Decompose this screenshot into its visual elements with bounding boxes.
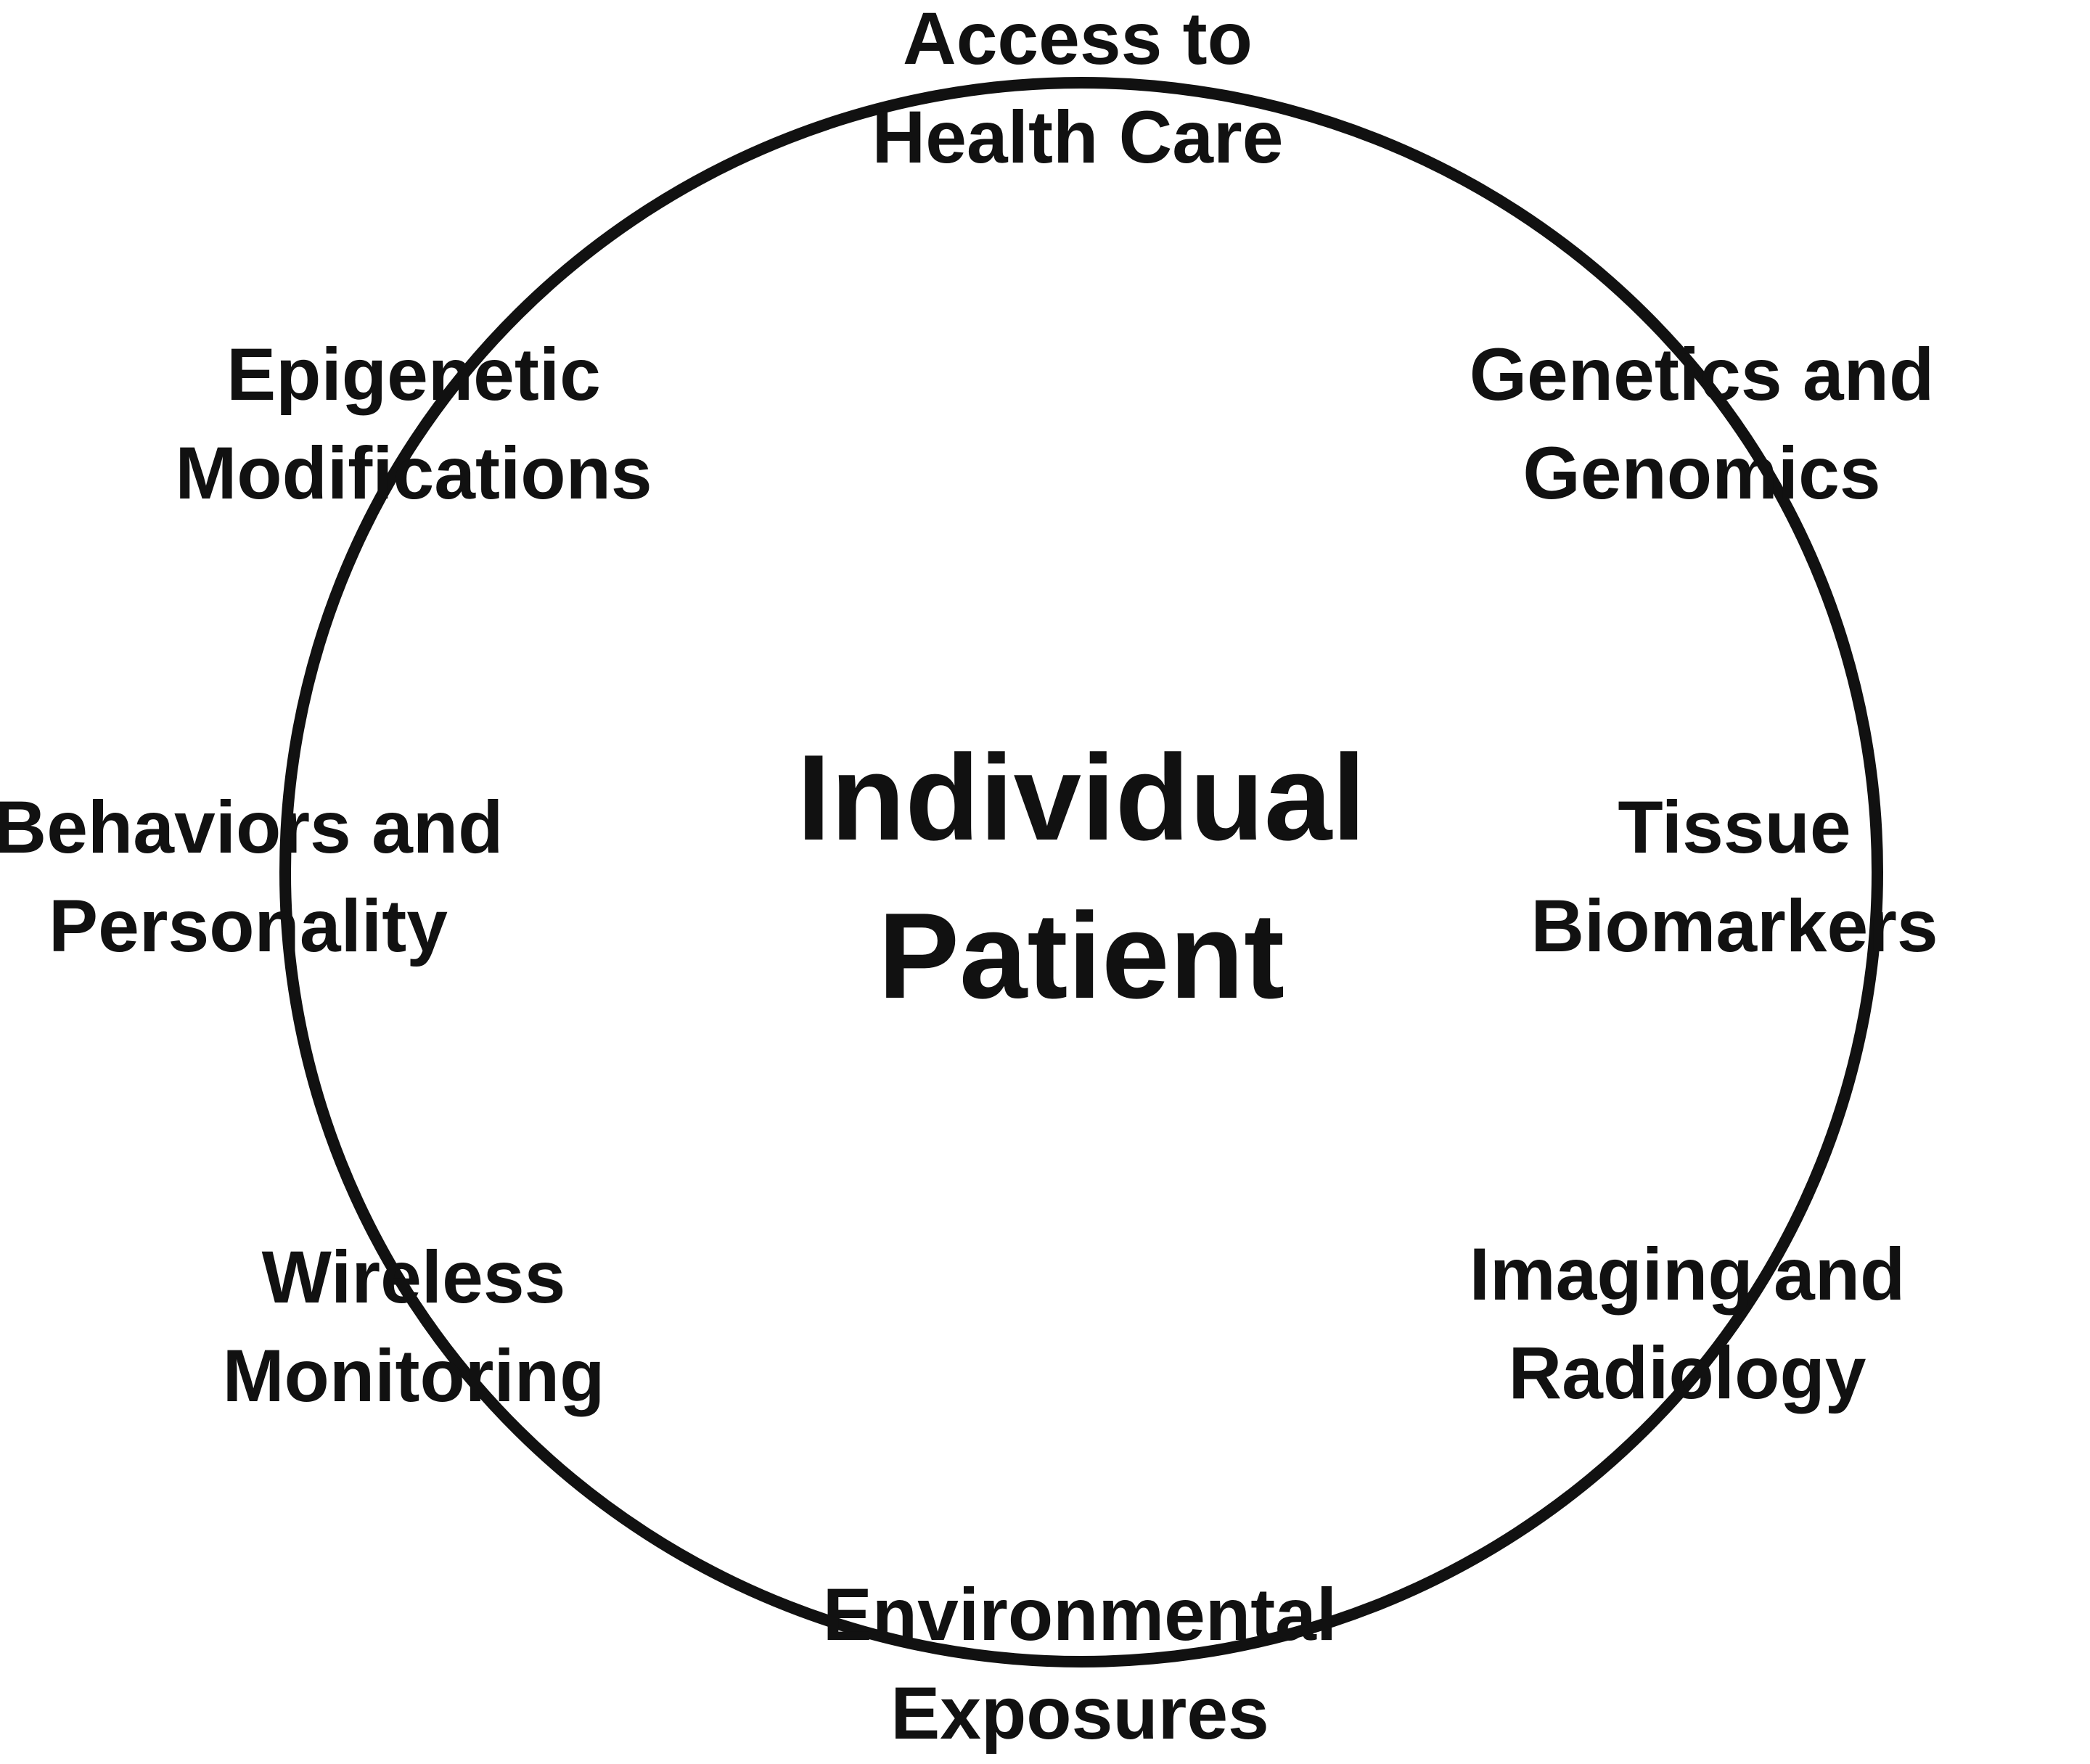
- factor-line-1: Imaging and: [1469, 1233, 1906, 1316]
- factor-line-1: Behaviors and: [0, 786, 504, 869]
- center-label-line-1: Individual: [796, 729, 1366, 866]
- patient-circle: [279, 77, 1883, 1667]
- factor-line-1: Access to: [903, 0, 1253, 80]
- factor-line-1: Epigenetic: [226, 333, 601, 416]
- factor-epigenetic-modifications: Epigenetic Modifications: [87, 325, 740, 522]
- factor-behaviors-and-personality: Behaviors and Personality: [0, 778, 575, 975]
- factor-line-2: Health Care: [872, 96, 1284, 179]
- factor-line-1: Wireless: [261, 1236, 566, 1318]
- factor-line-2: Monitoring: [222, 1334, 605, 1417]
- center-label-line-2: Patient: [877, 887, 1285, 1024]
- factor-line-2: Modifications: [175, 432, 652, 514]
- factor-line-2: Exposures: [890, 1672, 1269, 1755]
- factor-imaging-and-radiology: Imaging and Radiology: [1361, 1225, 2014, 1422]
- factor-line-2: Biomarkers: [1530, 885, 1938, 967]
- factor-line-1: Genetics and: [1469, 333, 1935, 416]
- factor-genetics-and-genomics: Genetics and Genomics: [1375, 325, 2028, 522]
- factor-access-to-health-care: Access to Health Care: [751, 0, 1404, 186]
- factor-line-2: Personality: [49, 885, 448, 967]
- center-label-individual-patient: Individual Patient: [646, 718, 1517, 1035]
- factor-line-2: Genomics: [1523, 432, 1881, 514]
- factor-wireless-monitoring: Wireless Monitoring: [87, 1228, 740, 1425]
- factor-line-1: Tissue: [1618, 786, 1851, 869]
- factor-line-2: Radiology: [1508, 1332, 1866, 1414]
- factor-tissue-biomarkers: Tissue Biomarkers: [1408, 778, 2061, 975]
- factor-environmental-exposures: Environmental Exposures: [753, 1565, 1406, 1763]
- factor-line-1: Environmental: [822, 1573, 1337, 1656]
